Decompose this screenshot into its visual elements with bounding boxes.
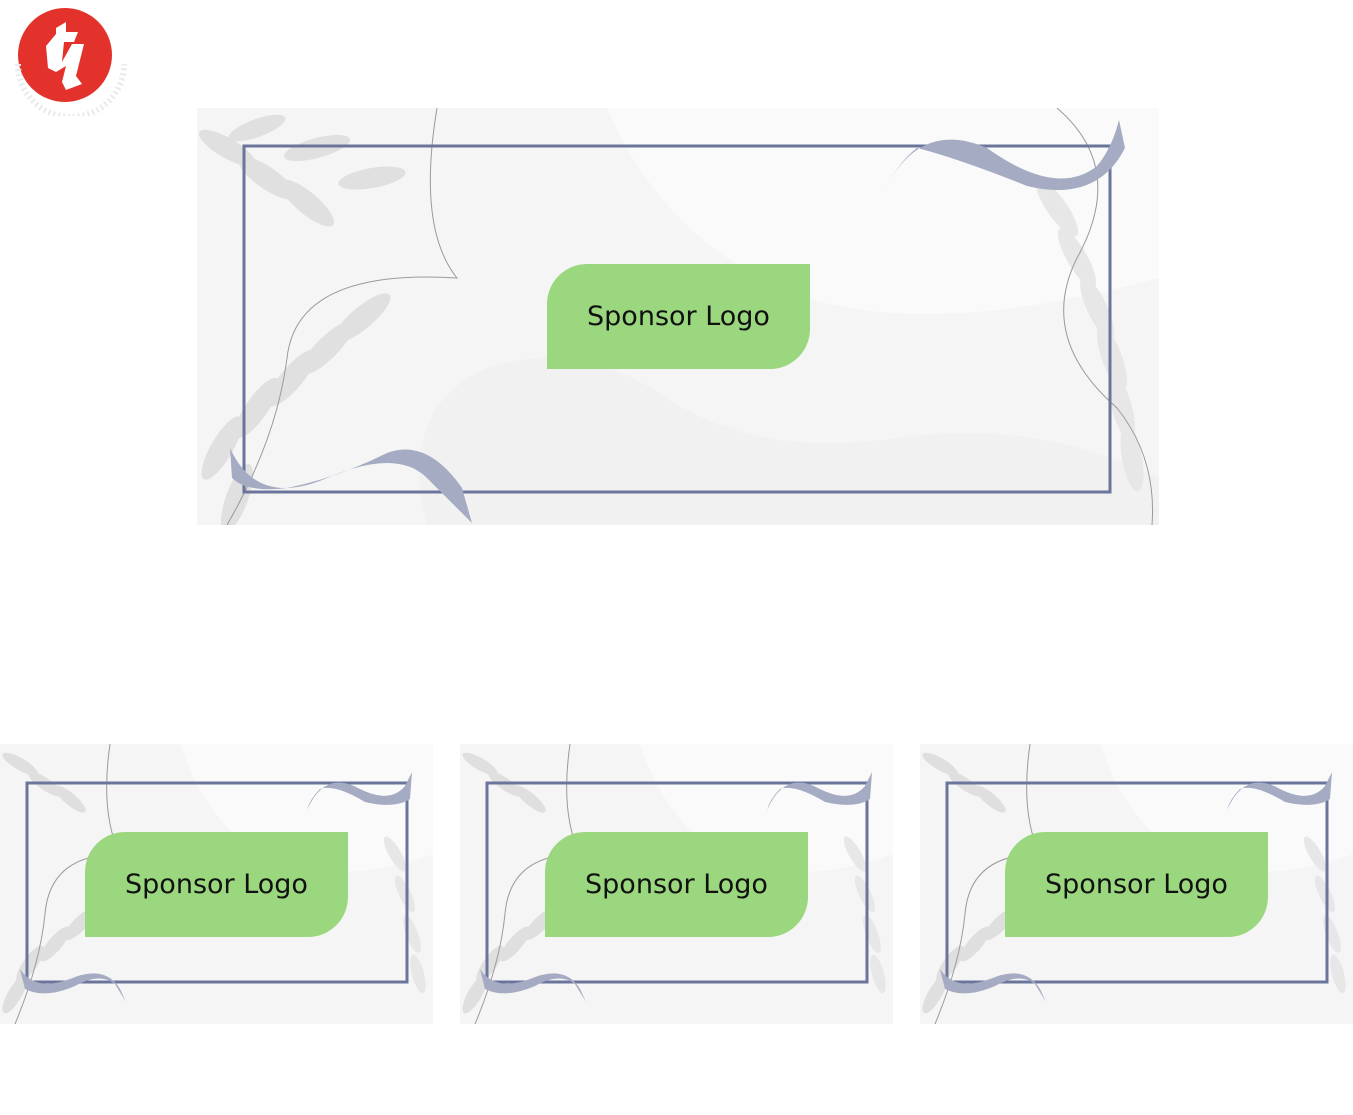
sponsor-logo-placeholder: Sponsor Logo: [1005, 832, 1268, 937]
sponsor-card-small-1: Sponsor Logo: [0, 744, 433, 1024]
sponsor-card-small-2: Sponsor Logo: [460, 744, 893, 1024]
sponsor-logo-placeholder: Sponsor Logo: [545, 832, 808, 937]
sponsor-card-small-3: Sponsor Logo: [920, 744, 1353, 1024]
sponsor-logo-placeholder: Sponsor Logo: [547, 264, 810, 369]
sponsor-card-main: Sponsor Logo: [197, 108, 1159, 525]
card-background: [920, 744, 1353, 1024]
sponsor-logo-placeholder: Sponsor Logo: [85, 832, 348, 937]
brand-logo: [6, 6, 128, 120]
